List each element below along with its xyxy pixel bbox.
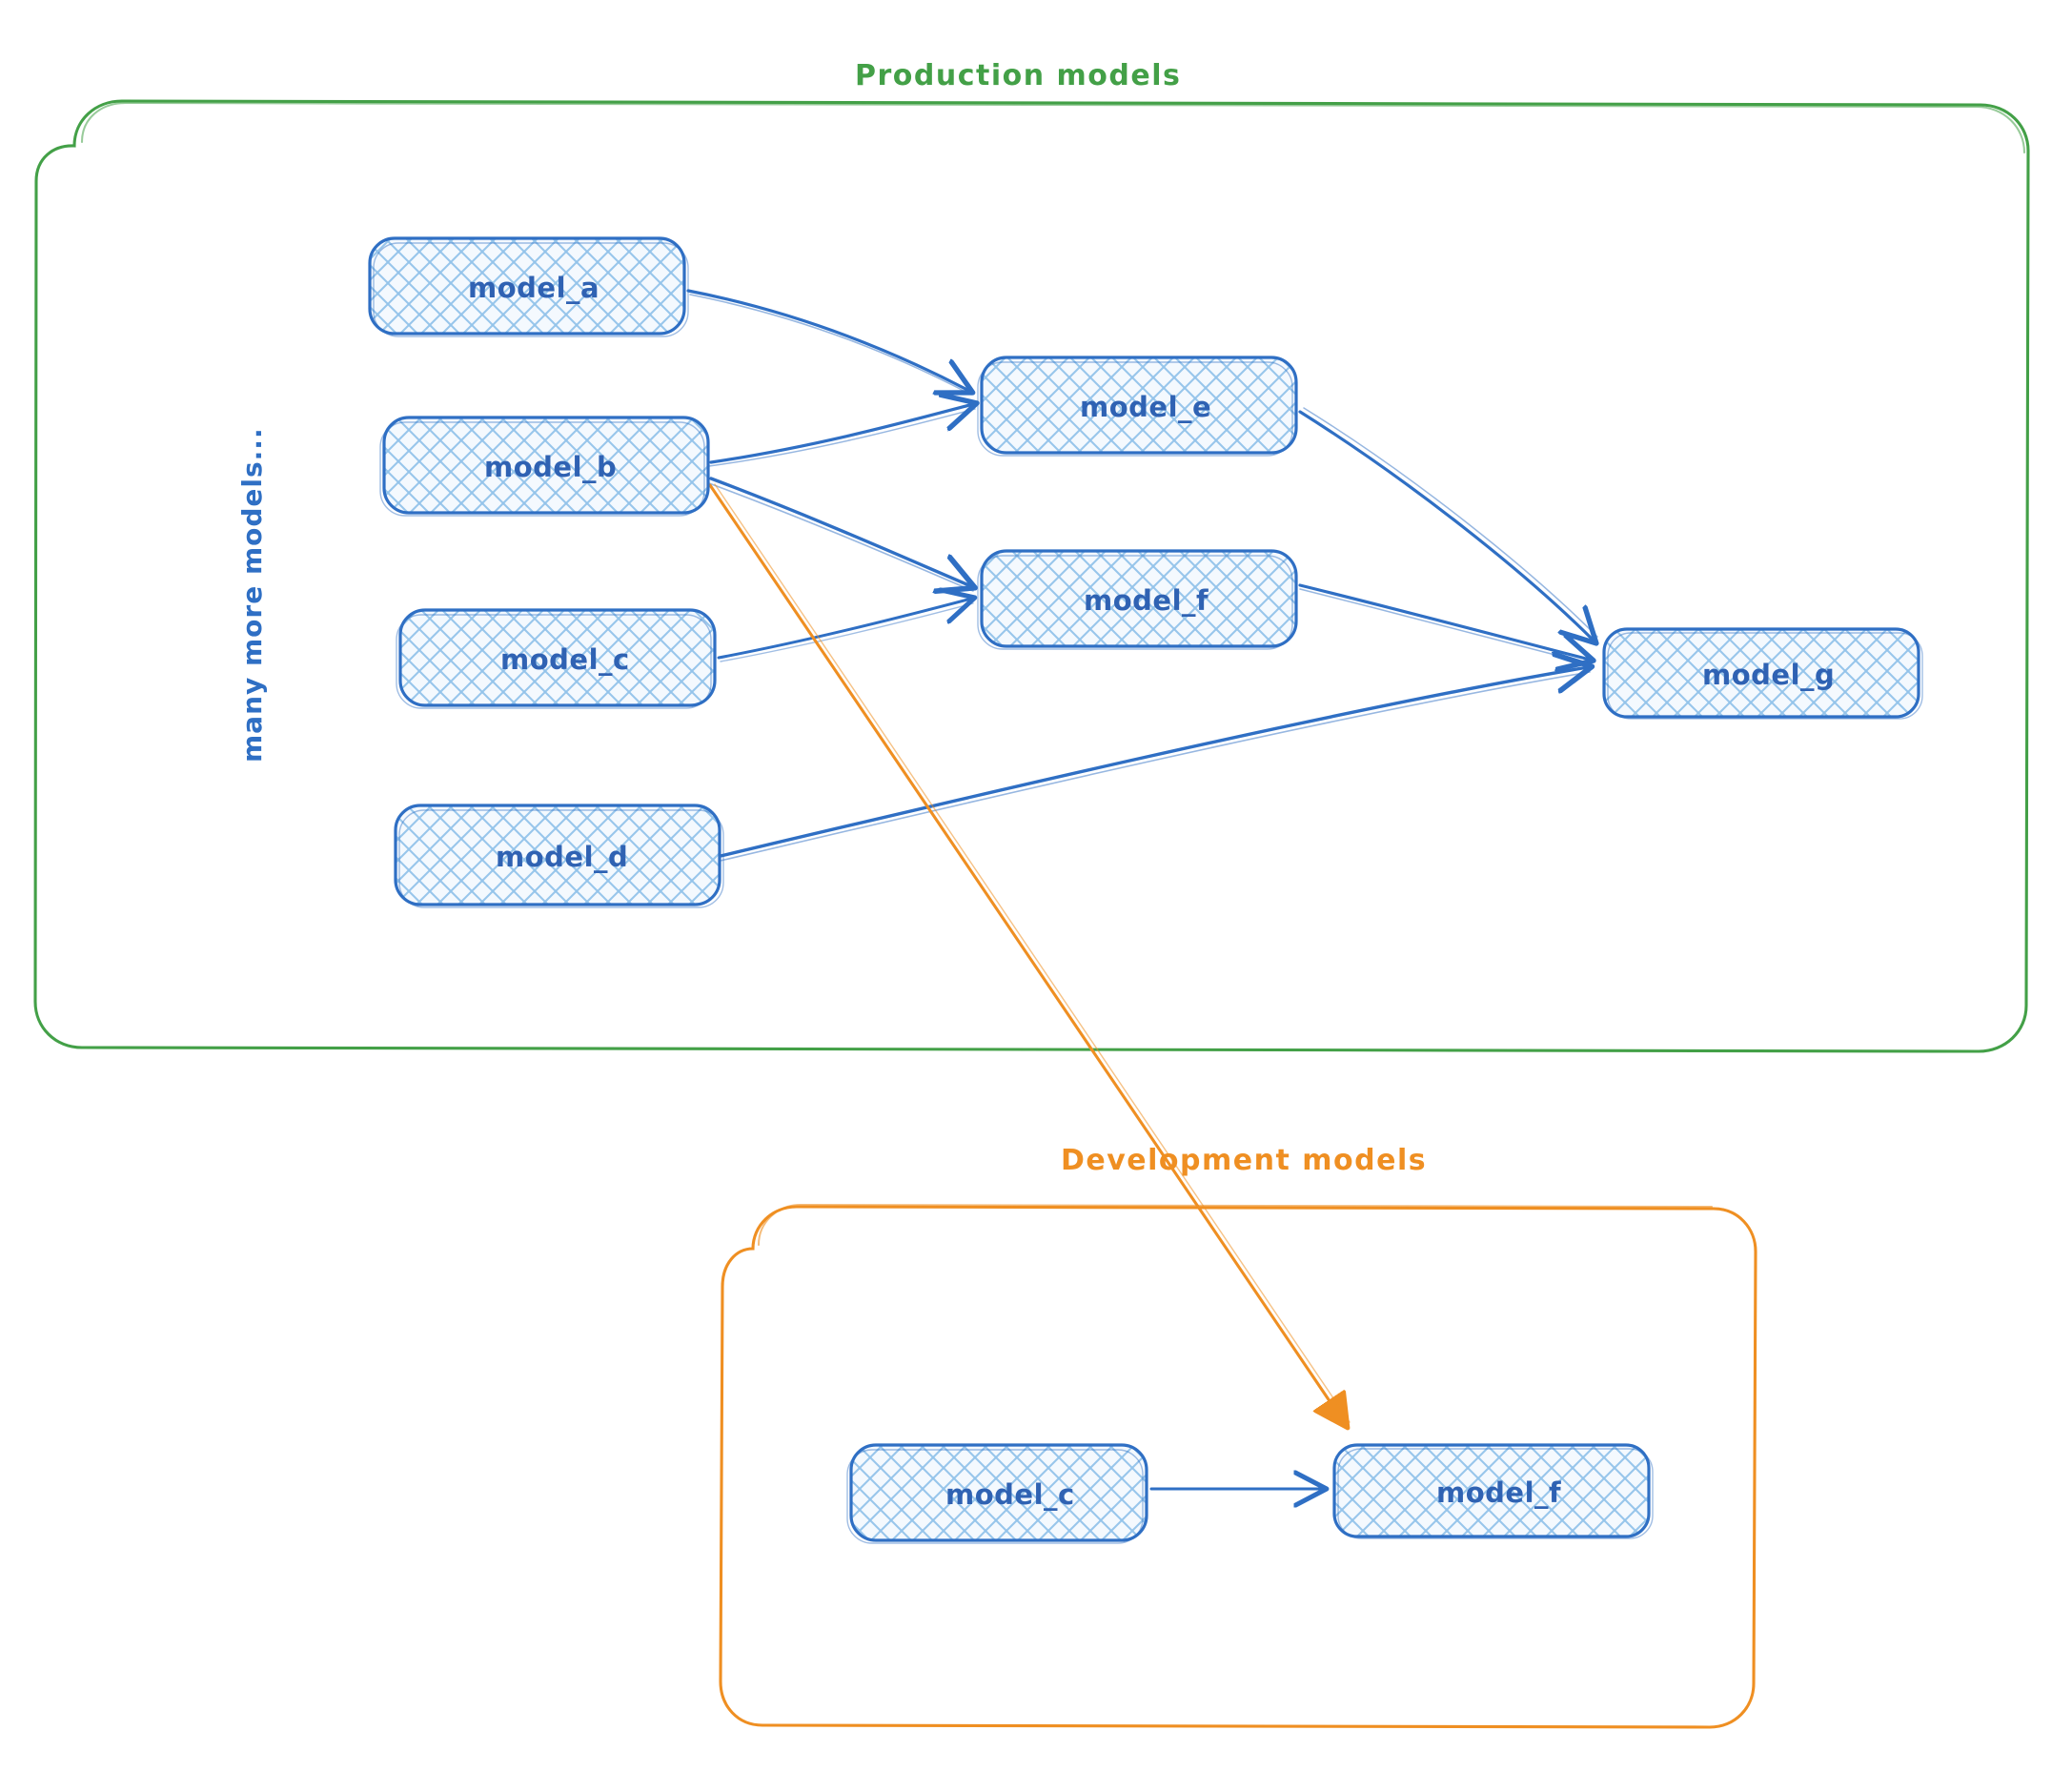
node-prod-model-c[interactable] (396, 608, 717, 709)
edge-prod-model-b-to-dev-model-f (708, 483, 1351, 1425)
edge-model-a-to-model-e (686, 289, 971, 396)
node-prod-model-e[interactable] (977, 356, 1298, 457)
edge-model-b-to-model-f (708, 477, 973, 591)
edge-model-d-to-model-g (719, 667, 1590, 862)
group-container-production (33, 99, 2030, 1053)
group-container-development (719, 1203, 1757, 1729)
edge-model-e-to-model-g (1298, 407, 1597, 641)
node-dev-model-c[interactable] (846, 1443, 1148, 1544)
edge-model-b-to-model-e (708, 404, 975, 467)
node-prod-model-d[interactable] (394, 804, 724, 908)
node-prod-model-f[interactable] (977, 549, 1298, 650)
edge-model-c-to-model-f (717, 599, 973, 662)
node-dev-model-f[interactable] (1332, 1443, 1654, 1539)
edges-layer (686, 289, 1597, 1489)
node-prod-model-b[interactable] (379, 416, 710, 517)
node-prod-model-a[interactable] (368, 236, 689, 337)
nodes-layer (368, 236, 1923, 1544)
node-prod-model-g[interactable] (1602, 627, 1923, 720)
